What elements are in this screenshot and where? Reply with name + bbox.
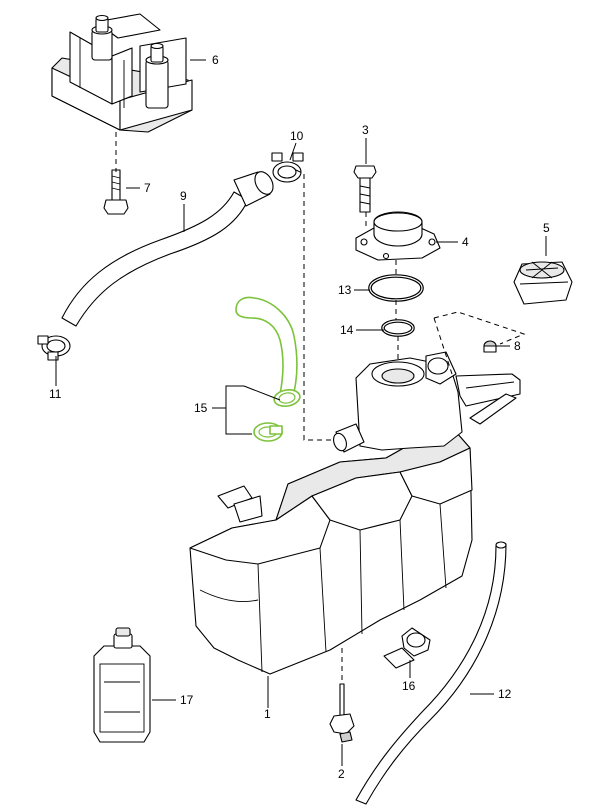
tank-part-1[interactable] bbox=[189, 351, 521, 675]
bottle-part-17[interactable] bbox=[93, 627, 151, 743]
callout-16: 16 bbox=[402, 679, 416, 693]
hose-part-12[interactable] bbox=[355, 541, 507, 805]
clip-part-16[interactable] bbox=[383, 627, 431, 669]
callout-8: 8 bbox=[514, 339, 521, 353]
callout-4: 4 bbox=[462, 235, 469, 249]
callouts: 6 7 9 10 11 3 4 13 14 5 8 15 1 2 16 12 1… bbox=[49, 53, 550, 781]
cover-part-4[interactable] bbox=[355, 211, 441, 261]
callout-2: 2 bbox=[338, 767, 345, 781]
sensor-part-2[interactable] bbox=[329, 683, 355, 743]
hose-part-9[interactable] bbox=[61, 169, 277, 327]
callout-9: 9 bbox=[180, 189, 187, 203]
callout-1: 1 bbox=[264, 707, 271, 721]
hose-part-15[interactable] bbox=[235, 296, 301, 442]
callout-6: 6 bbox=[212, 53, 219, 67]
clamp-part-11[interactable] bbox=[37, 335, 71, 361]
callout-15: 15 bbox=[194, 401, 208, 415]
callout-17: 17 bbox=[180, 693, 194, 707]
callout-7: 7 bbox=[144, 181, 151, 195]
plug-part-8[interactable] bbox=[483, 340, 497, 353]
o-ring-part-14[interactable] bbox=[381, 319, 415, 337]
bolt-part-7[interactable] bbox=[103, 169, 129, 215]
clamp-part-10[interactable] bbox=[271, 152, 304, 183]
callout-11: 11 bbox=[49, 387, 62, 401]
callout-12: 12 bbox=[498, 687, 512, 701]
callout-13: 13 bbox=[338, 283, 352, 297]
assembly-lines bbox=[115, 132, 526, 684]
callout-3: 3 bbox=[362, 123, 369, 137]
callout-14: 14 bbox=[340, 323, 354, 337]
cap-part-5[interactable] bbox=[513, 261, 573, 305]
leader-lines bbox=[55, 59, 547, 766]
bracket-part-6[interactable] bbox=[51, 13, 193, 133]
o-ring-part-13[interactable] bbox=[368, 274, 424, 302]
callout-5: 5 bbox=[543, 221, 550, 235]
screw-part-3[interactable] bbox=[353, 165, 377, 213]
callout-10: 10 bbox=[290, 129, 304, 143]
